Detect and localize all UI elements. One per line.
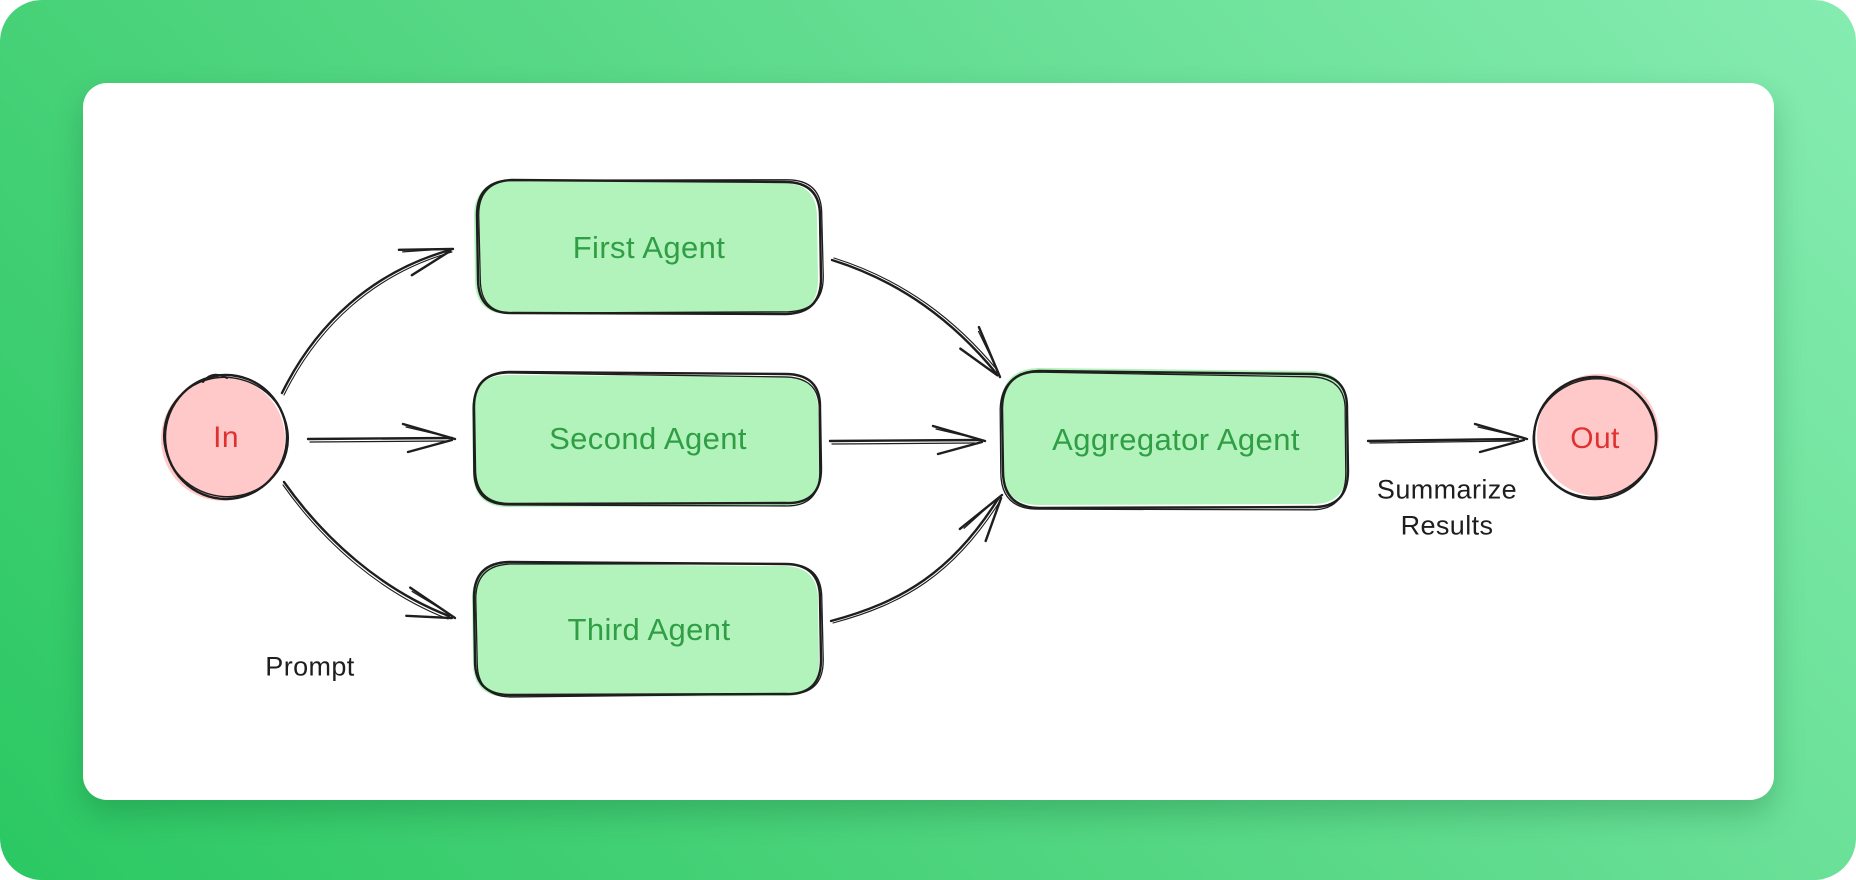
node-label-out: Out <box>1570 422 1620 455</box>
node-label-third-agent: Third Agent <box>567 612 731 647</box>
node-third-agent-shape <box>472 560 824 698</box>
edge-in-first-agent <box>280 233 459 396</box>
edge-second-aggregator <box>828 424 987 456</box>
node-label-in: In <box>213 421 239 454</box>
node-output-shape <box>1532 374 1659 501</box>
edge-in-third-agent <box>282 480 461 632</box>
node-second-agent-shape <box>472 370 823 507</box>
edge-in-second-agent <box>306 422 457 454</box>
node-label-aggregator-agent: Aggregator Agent <box>1052 422 1300 457</box>
edge-label-summarize-results: Summarize Results <box>1376 474 1518 541</box>
node-aggregator-agent-shape <box>999 368 1350 511</box>
node-label-second-agent: Second Agent <box>549 421 747 456</box>
node-label-first-agent: First Agent <box>572 230 726 265</box>
edge-aggregator-out <box>1366 422 1529 454</box>
edge-third-aggregator <box>829 485 1014 624</box>
annotation-prompt: Prompt <box>265 651 355 682</box>
node-first-agent-shape <box>474 178 824 316</box>
edge-first-aggregator <box>830 257 1013 387</box>
node-input-shape <box>161 373 290 501</box>
